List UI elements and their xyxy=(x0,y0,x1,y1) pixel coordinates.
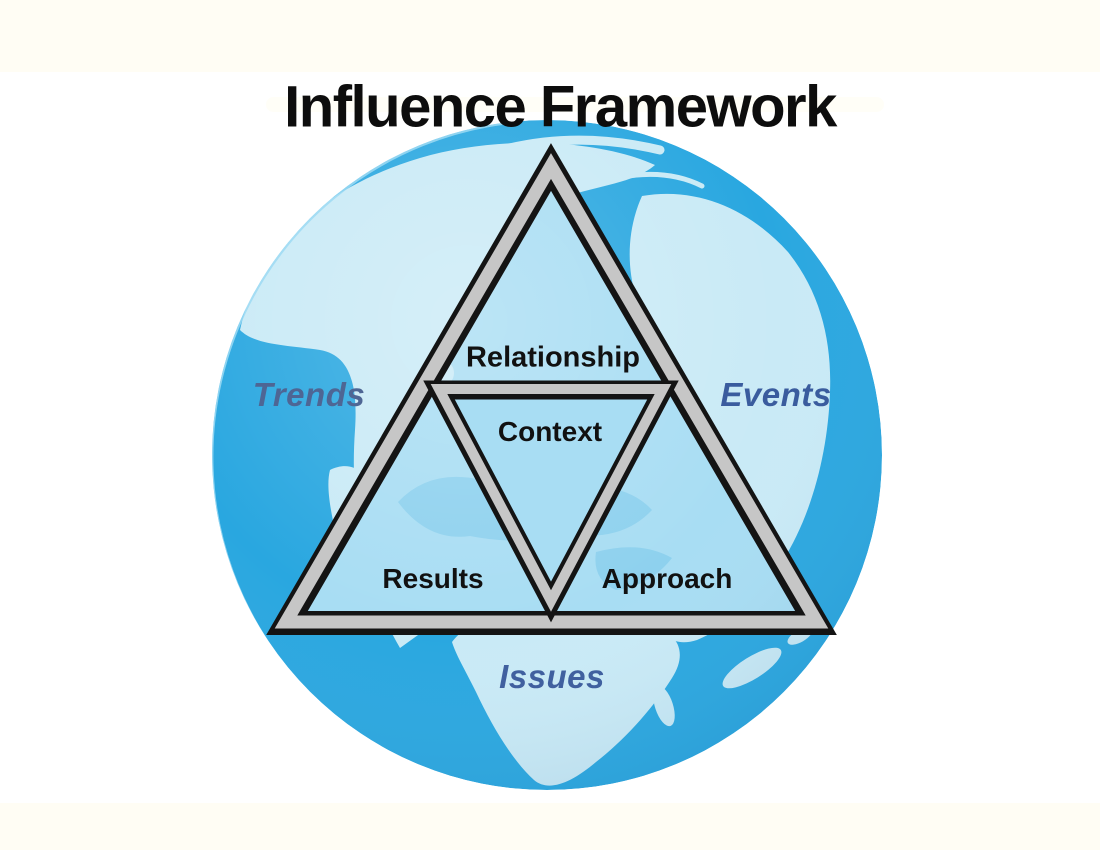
zone-label-relationship: Relationship xyxy=(465,341,641,374)
paint-fleck xyxy=(341,739,357,769)
globe-label-issues: Issues xyxy=(499,658,605,695)
inner-triangle-frame xyxy=(423,380,679,623)
globe-label-trends: Trends xyxy=(252,376,366,413)
inner-triangle-fill xyxy=(439,390,663,602)
globe-label-events: Events xyxy=(720,376,832,413)
zone-label-context: Context xyxy=(497,416,603,447)
page-title: Influence Framework xyxy=(284,74,837,140)
title-underglow-band xyxy=(266,97,884,112)
paint-fleck-2 xyxy=(375,777,390,790)
bottom-margin-band xyxy=(0,803,1100,850)
inner-triangle-band xyxy=(430,384,672,612)
outer-triangle-frame xyxy=(266,143,837,635)
zone-label-approach: Approach xyxy=(601,563,733,594)
top-margin-band xyxy=(0,0,1100,72)
outer-triangle-band xyxy=(274,153,829,629)
zone-label-results: Results xyxy=(382,563,484,594)
